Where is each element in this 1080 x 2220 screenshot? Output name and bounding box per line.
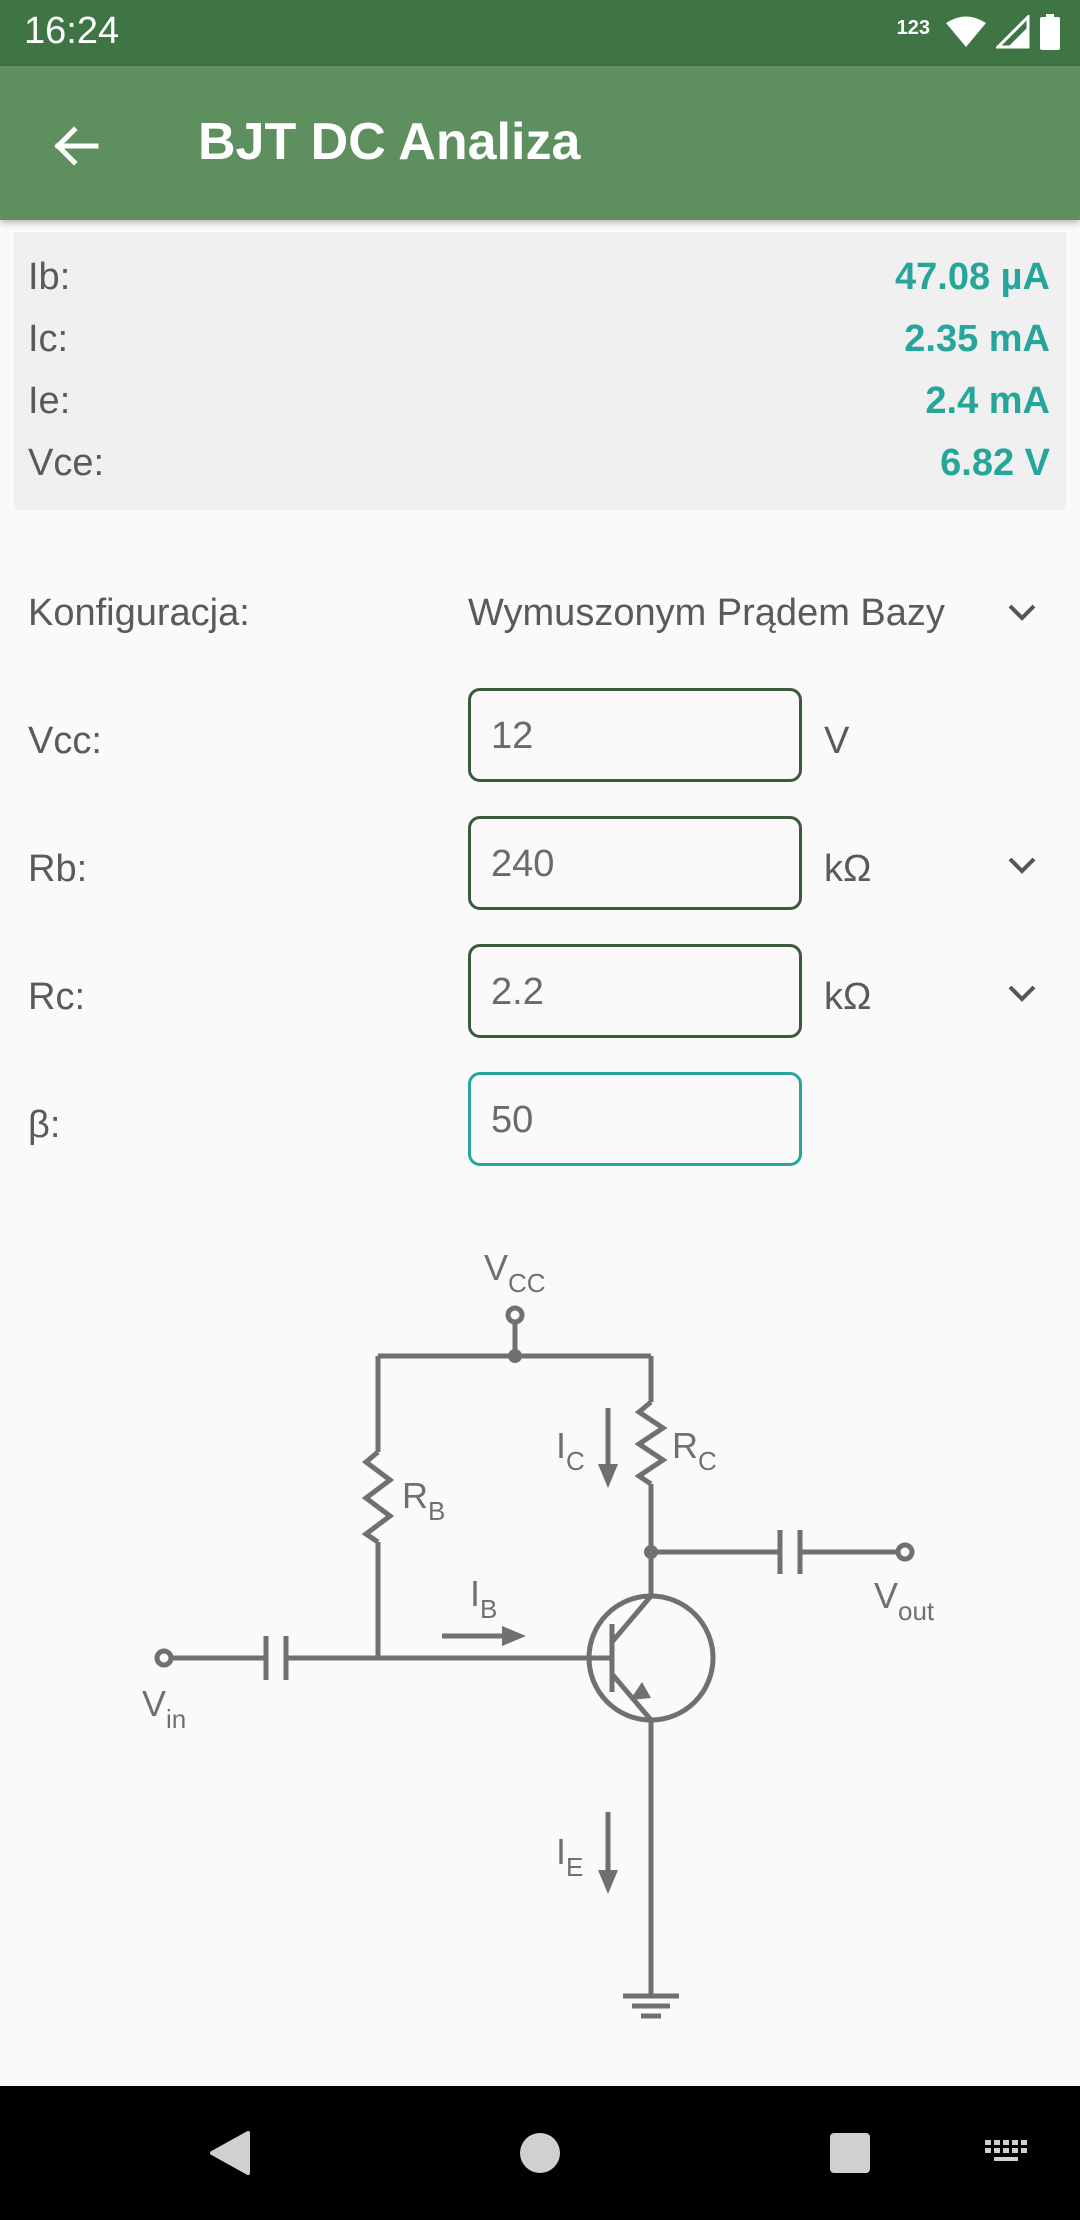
ie-current-label: IE: [556, 1831, 583, 1882]
circle-home-icon: [520, 2133, 560, 2173]
arrow-left-icon: [54, 126, 99, 166]
vcc-input[interactable]: 12: [468, 688, 802, 782]
vout-label: Vout: [874, 1575, 935, 1626]
result-label: Ie:: [28, 380, 71, 422]
result-value: 2.4 mA: [925, 380, 1050, 422]
vcc-node-label: VCC: [484, 1247, 546, 1298]
beta-label: β:: [28, 1104, 61, 1146]
result-label: Ib:: [28, 256, 71, 298]
result-value: 47.08 µA: [895, 256, 1050, 298]
status-badge: 123: [896, 16, 930, 39]
signal-icon: [994, 12, 1030, 54]
configuration-value: Wymuszonym Prądem Bazy: [468, 592, 945, 634]
rc-value: 2.2: [491, 971, 544, 1013]
ic-current-label: IC: [556, 1425, 585, 1476]
result-row-vce: Vce: 6.82 V: [28, 434, 1050, 494]
rb-unit: kΩ: [824, 848, 872, 890]
status-time: 16:24: [24, 10, 120, 52]
rb-value: 240: [491, 843, 555, 885]
rb-resistor-label: RB: [402, 1475, 445, 1526]
square-recents-icon: [830, 2133, 870, 2173]
wifi-icon: [946, 16, 986, 53]
circuit-diagram: VCC RB RC IC IB IE Vin Vout: [142, 1247, 935, 2019]
nav-back-button[interactable]: [190, 2086, 270, 2220]
result-value: 2.35 mA: [904, 318, 1050, 360]
rc-label: Rc:: [28, 976, 85, 1018]
result-value: 6.82 V: [940, 442, 1050, 484]
result-row-ic: Ic: 2.35 mA: [28, 310, 1050, 370]
keyboard-icon: [985, 2140, 1027, 2161]
nav-home-button[interactable]: [500, 2086, 580, 2220]
rb-input[interactable]: 240: [468, 816, 802, 910]
beta-value: 50: [491, 1099, 534, 1141]
rb-label: Rb:: [28, 848, 88, 890]
result-row-ib: Ib: 47.08 µA: [28, 248, 1050, 308]
back-button[interactable]: [40, 110, 112, 182]
nav-recents-button[interactable]: [810, 2086, 890, 2220]
vcc-value: 12: [491, 715, 534, 757]
chevron-down-icon: [1008, 604, 1036, 621]
rc-unit-chevron-down-icon[interactable]: [1002, 973, 1042, 1013]
ib-current-label: IB: [470, 1573, 497, 1624]
triangle-back-icon: [210, 2131, 250, 2175]
vcc-unit: V: [824, 720, 850, 762]
navigation-bar: [0, 2086, 1080, 2220]
configuration-label: Konfiguracja:: [28, 592, 250, 634]
keyboard-button[interactable]: [976, 2086, 1036, 2220]
app-bar: BJT DC Analiza: [0, 66, 1080, 220]
result-row-ie: Ie: 2.4 mA: [28, 372, 1050, 432]
rc-resistor-label: RC: [672, 1425, 717, 1476]
rc-input[interactable]: 2.2: [468, 944, 802, 1038]
result-label: Ic:: [28, 318, 69, 360]
vcc-label: Vcc:: [28, 720, 102, 762]
rc-unit: kΩ: [824, 976, 872, 1018]
results-panel: Ib: 47.08 µA Ic: 2.35 mA Ie: 2.4 mA Vce:…: [14, 232, 1066, 510]
rb-unit-chevron-down-icon[interactable]: [1002, 845, 1042, 885]
page-title: BJT DC Analiza: [198, 113, 581, 171]
vin-label: Vin: [142, 1683, 186, 1734]
status-icons: 123: [897, 12, 1060, 56]
result-label: Vce:: [28, 442, 105, 484]
battery-icon: [1040, 13, 1060, 55]
status-bar: 16:24 123: [0, 0, 1080, 66]
beta-input[interactable]: 50: [468, 1072, 802, 1166]
